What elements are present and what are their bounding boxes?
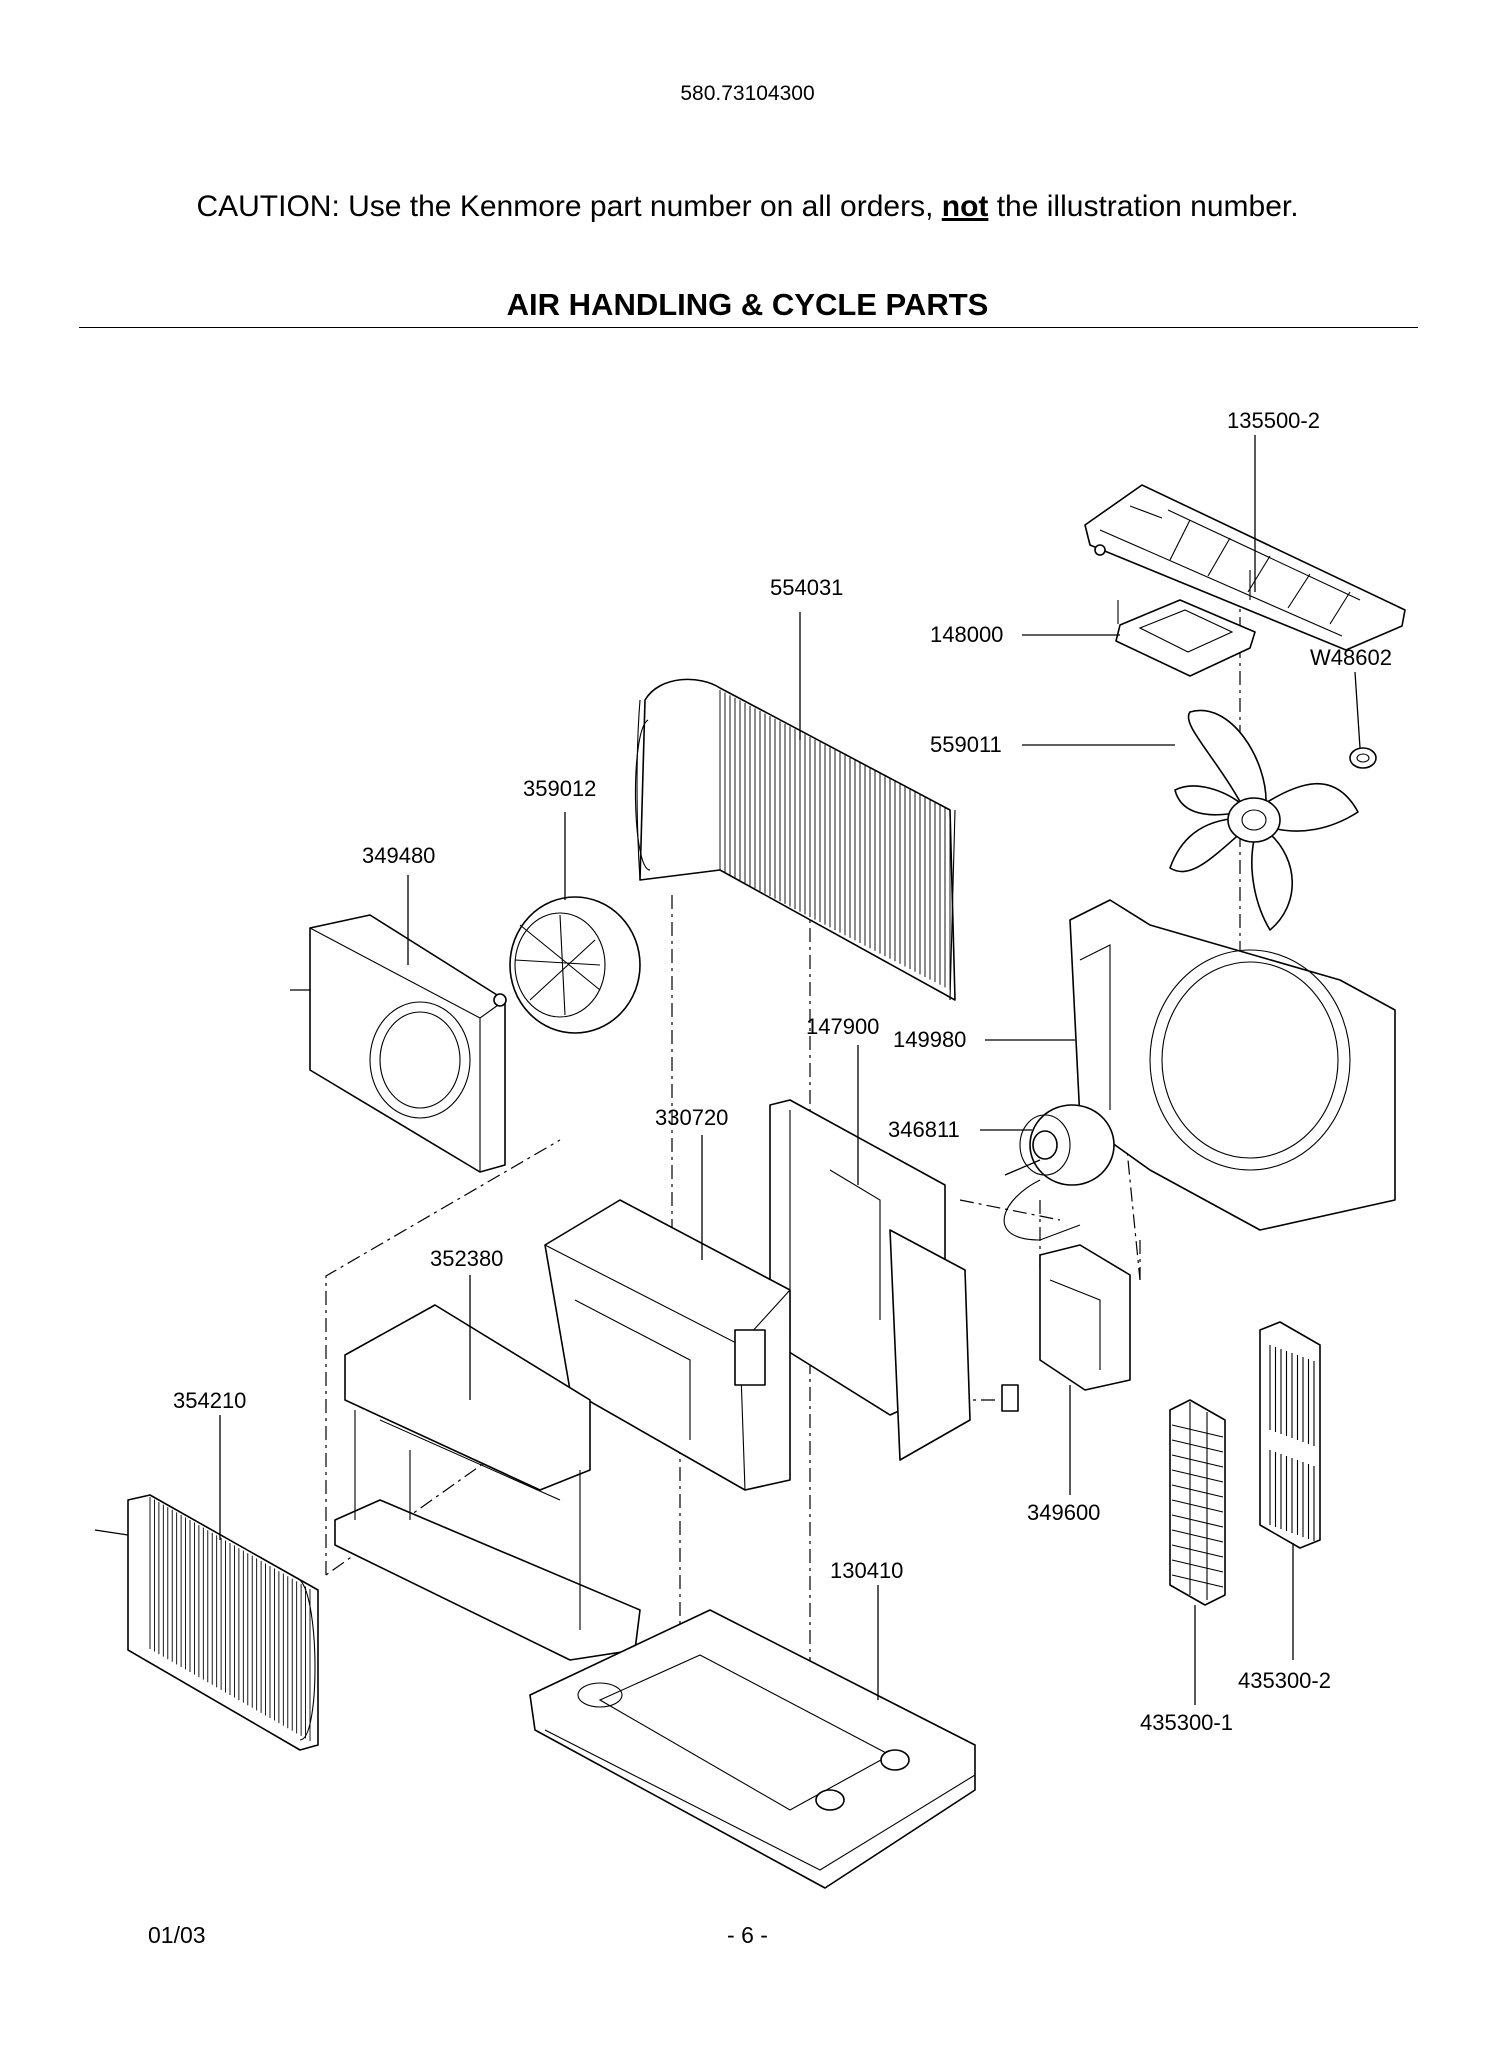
part-354210-condenser-coil (94, 1494, 319, 1751)
label-148000: 148000 (930, 622, 1003, 647)
label-359012: 359012 (523, 776, 596, 801)
title-divider (79, 327, 1418, 328)
part-435300-2-grille (1259, 1321, 1321, 1549)
caution-notice: CAUTION: Use the Kenmore part number on … (0, 190, 1495, 224)
label-149980: 149980 (893, 1027, 966, 1052)
part-148000-bracket (1115, 570, 1256, 677)
part-435300-1-grille (1169, 1399, 1226, 1606)
part-135500-2-top-cover (1084, 484, 1406, 651)
label-354210: 354210 (173, 1388, 246, 1413)
footer-page-number: - 6 - (727, 1922, 768, 1948)
label-346811: 346811 (888, 1117, 960, 1142)
caution-suffix: the illustration number. (988, 190, 1299, 223)
label-135500-2: 135500-2 (1227, 408, 1320, 433)
label-130410: 130410 (830, 1558, 903, 1583)
caution-emphasis: not (941, 190, 989, 223)
label-435300-1: 435300-1 (1140, 1710, 1233, 1735)
label-w48602: W48602 (1310, 645, 1392, 670)
label-349600: 349600 (1027, 1500, 1100, 1525)
part-147900-bracket (769, 1099, 1019, 1461)
part-559011-propeller-fan (1169, 709, 1359, 931)
part-554031-evaporator-coil (634, 678, 956, 1001)
part-labels: 135500-2 148000 W48602 554031 559011 359… (173, 408, 1392, 1735)
footer-date: 01/03 (148, 1922, 206, 1948)
model-number: 580.73104300 (680, 82, 815, 105)
label-435300-2: 435300-2 (1238, 1668, 1331, 1693)
label-147900: 147900 (806, 1014, 879, 1039)
leader-lines (219, 435, 1361, 1705)
part-330720-air-guide (544, 1199, 791, 1491)
label-352380: 352380 (430, 1246, 503, 1271)
caution-prefix: CAUTION: Use the Kenmore part number on … (196, 190, 942, 223)
part-130410-base-pan (529, 1609, 976, 1889)
label-330720: 330720 (655, 1105, 728, 1130)
part-349600-control-box (1039, 1244, 1131, 1391)
part-359012-blower-wheel (509, 896, 641, 1034)
label-559011: 559011 (930, 732, 1002, 757)
part-346811-fan-motor (1003, 1104, 1115, 1241)
label-349480: 349480 (362, 843, 435, 868)
part-149980-fan-shroud (1069, 899, 1396, 1231)
section-title: AIR HANDLING & CYCLE PARTS (506, 287, 989, 322)
part-349480-front-panel (290, 914, 507, 1173)
label-554031: 554031 (770, 575, 843, 600)
part-w48602-clip (1349, 747, 1377, 769)
